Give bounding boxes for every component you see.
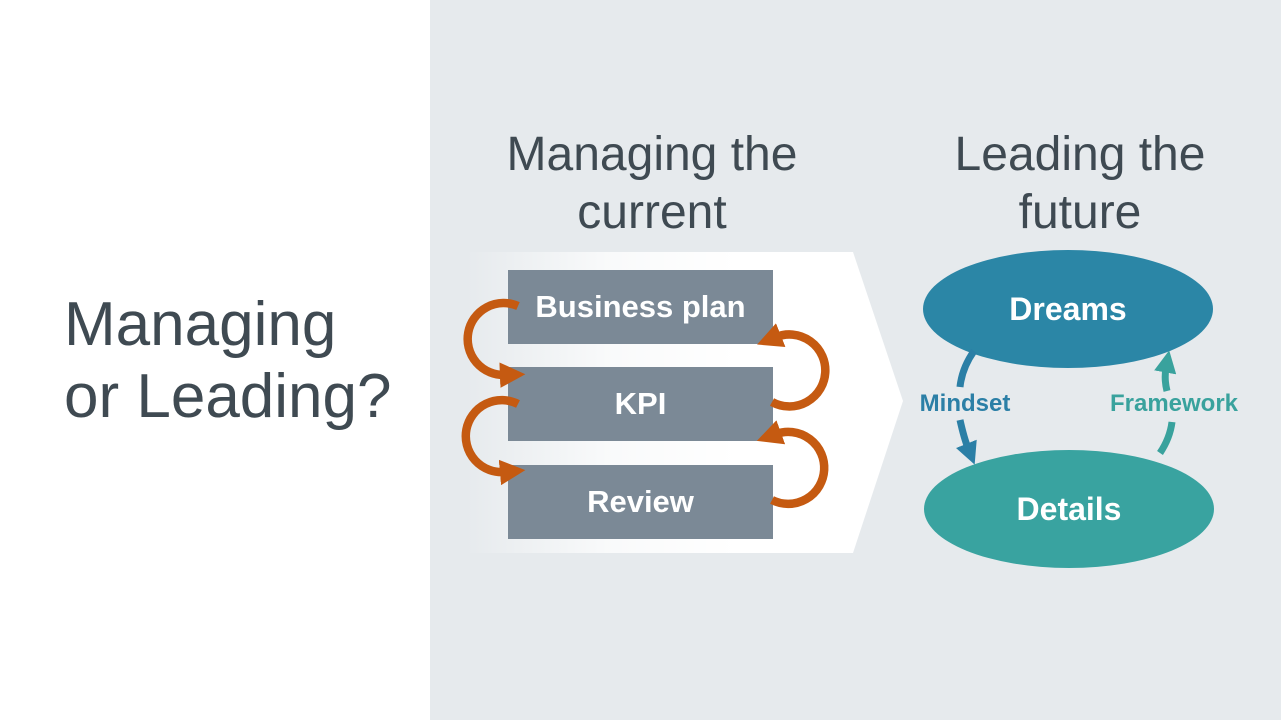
managing-column-heading: Managing the current <box>506 128 798 239</box>
dreams-label: Dreams <box>1009 290 1127 327</box>
slide-title: Managing or Leading? <box>64 290 392 431</box>
leading-column-heading: Leading the future <box>954 128 1206 239</box>
framework-label: Framework <box>1109 390 1239 417</box>
details-ellipse: Details <box>924 450 1214 568</box>
dreams-ellipse: Dreams <box>923 250 1213 368</box>
managing-box-review: Review <box>508 465 773 539</box>
details-label: Details <box>1016 490 1122 527</box>
mindset-label: Mindset <box>919 390 1011 417</box>
managing-box-kpi: KPI <box>508 367 773 441</box>
managing-box-business-plan: Business plan <box>508 270 773 344</box>
